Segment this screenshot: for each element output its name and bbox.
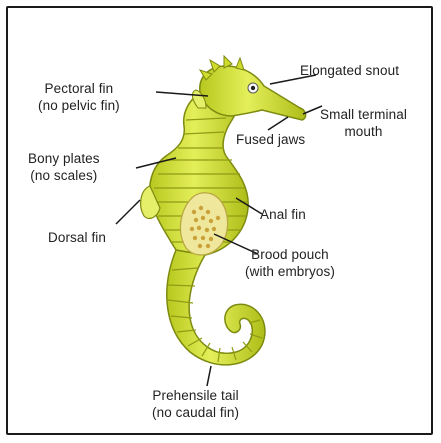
label-tail-line1: Prehensile tail <box>152 387 239 404</box>
label-bony-plates-line2: (no scales) <box>28 167 100 184</box>
label-prehensile-tail: Prehensile tail (no caudal fin) <box>152 387 239 421</box>
label-mouth-line1: Small terminal <box>320 106 407 123</box>
leader-tail <box>207 366 211 386</box>
label-brood-pouch-line2: (with embryos) <box>245 263 335 280</box>
label-small-terminal-mouth: Small terminal mouth <box>320 106 407 140</box>
label-brood-pouch-line1: Brood pouch <box>245 246 335 263</box>
label-bony-plates: Bony plates (no scales) <box>28 150 100 184</box>
label-dorsal-fin: Dorsal fin <box>48 229 106 246</box>
label-bony-plates-line1: Bony plates <box>28 150 100 167</box>
label-anal-fin: Anal fin <box>260 206 306 223</box>
leader-dorsal <box>116 200 140 224</box>
label-fused-jaws: Fused jaws <box>236 131 305 148</box>
label-mouth-line2: mouth <box>320 123 407 140</box>
label-pectoral-fin-line1: Pectoral fin <box>38 80 120 97</box>
pupil <box>251 86 255 90</box>
leader-jaws <box>268 117 288 130</box>
label-pectoral-fin-line2: (no pelvic fin) <box>38 97 120 114</box>
label-tail-line2: (no caudal fin) <box>152 404 239 421</box>
label-elongated-snout: Elongated snout <box>300 62 399 79</box>
label-brood-pouch: Brood pouch (with embryos) <box>245 246 335 280</box>
label-pectoral-fin: Pectoral fin (no pelvic fin) <box>38 80 120 114</box>
